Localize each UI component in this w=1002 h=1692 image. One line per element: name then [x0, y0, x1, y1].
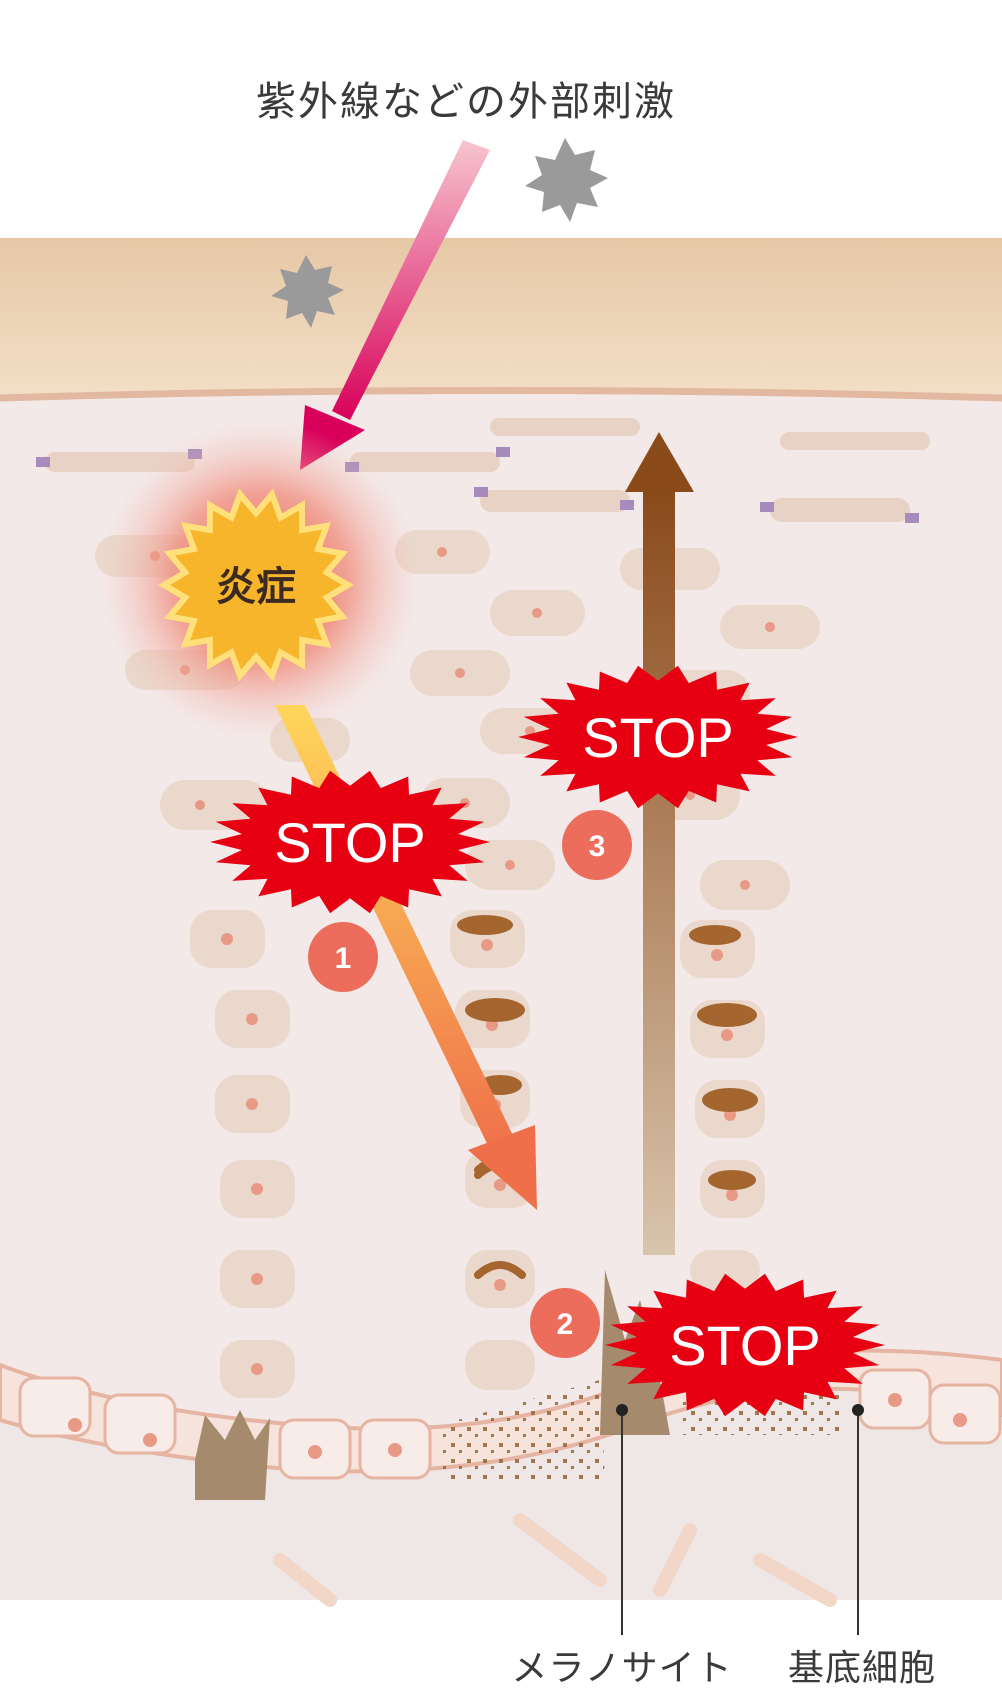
stimulus-stars [271, 138, 608, 328]
melanin-filled-cells [440, 1380, 605, 1480]
step-badge-2: 2 [530, 1288, 600, 1358]
basal-cell-label: 基底細胞 [788, 1648, 936, 1689]
step-badge-1: 1 [308, 922, 378, 992]
stratum-corneum [0, 238, 1002, 398]
dermis-fibers [273, 1513, 837, 1607]
leader-lines [616, 1404, 864, 1635]
melanocyte-label: メラノサイト [511, 1648, 732, 1689]
svg-text:1: 1 [335, 942, 352, 975]
surface-edge-line [0, 387, 1002, 402]
svg-text:2: 2 [557, 1308, 574, 1341]
stop-badge-3: STOP [518, 665, 798, 809]
stop-badge-2: STOP [605, 1273, 885, 1417]
inflammation-star [158, 488, 354, 682]
inflammation-label: 炎症 [216, 564, 296, 610]
svg-text:3: 3 [589, 830, 606, 863]
svg-text:STOP: STOP [274, 811, 425, 874]
bottom-white [0, 1600, 1002, 1692]
svg-text:STOP: STOP [669, 1314, 820, 1377]
stop-badge-1: STOP [210, 770, 490, 914]
svg-text:STOP: STOP [582, 706, 733, 769]
title: 紫外線などの外部刺激 [256, 79, 676, 125]
inflammation: 炎症 [100, 420, 420, 740]
step-badge-3: 3 [562, 810, 632, 880]
melanin-transport-arrow [625, 432, 694, 1255]
